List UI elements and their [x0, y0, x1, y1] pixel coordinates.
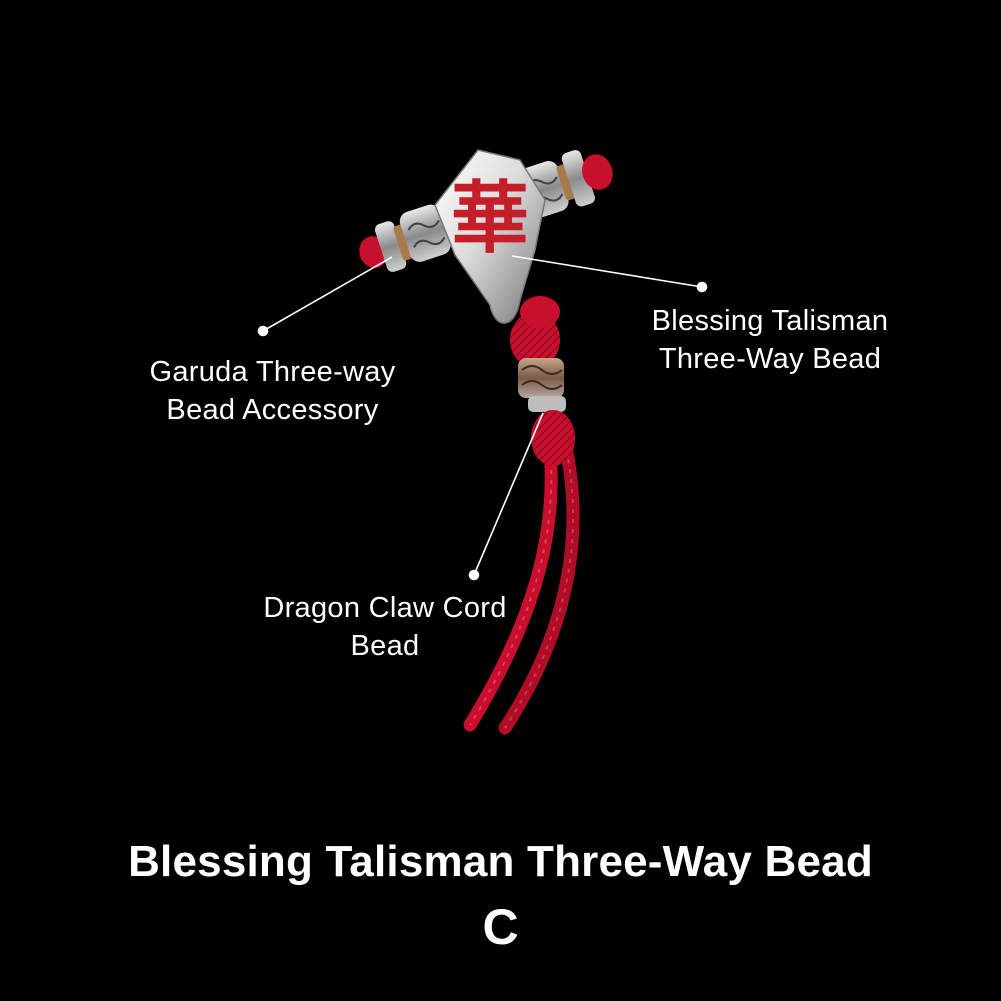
product-variant: C	[482, 899, 519, 955]
blessing-talisman-bead: 華	[434, 149, 546, 324]
talisman-glyph: 華	[451, 173, 529, 264]
cord-knot-lower	[531, 410, 575, 466]
leader-line-garuda	[262, 256, 393, 332]
leader-dot-dragon	[468, 569, 480, 581]
callout-label-garuda: Garuda Three-way Bead Accessory	[149, 356, 396, 426]
garuda-side-beads-left	[359, 204, 451, 272]
leader-line-blessing	[511, 255, 703, 288]
leader-line-dragon	[473, 412, 544, 576]
callout-leaders	[257, 255, 708, 581]
leader-dot-garuda	[257, 325, 269, 337]
tassel-cords	[463, 423, 580, 735]
product-title-block: Blessing Talisman Three-Way Bead C	[0, 832, 1001, 962]
cord-knot-upper	[510, 296, 560, 368]
leader-dot-blessing	[696, 281, 708, 293]
dragon-claw-bead	[518, 358, 566, 412]
product-title: Blessing Talisman Three-Way Bead	[128, 837, 873, 886]
callout-label-blessing: Blessing Talisman Three-Way Bead	[651, 305, 889, 375]
callout-label-dragon: Dragon Claw Cord Bead	[263, 592, 507, 662]
